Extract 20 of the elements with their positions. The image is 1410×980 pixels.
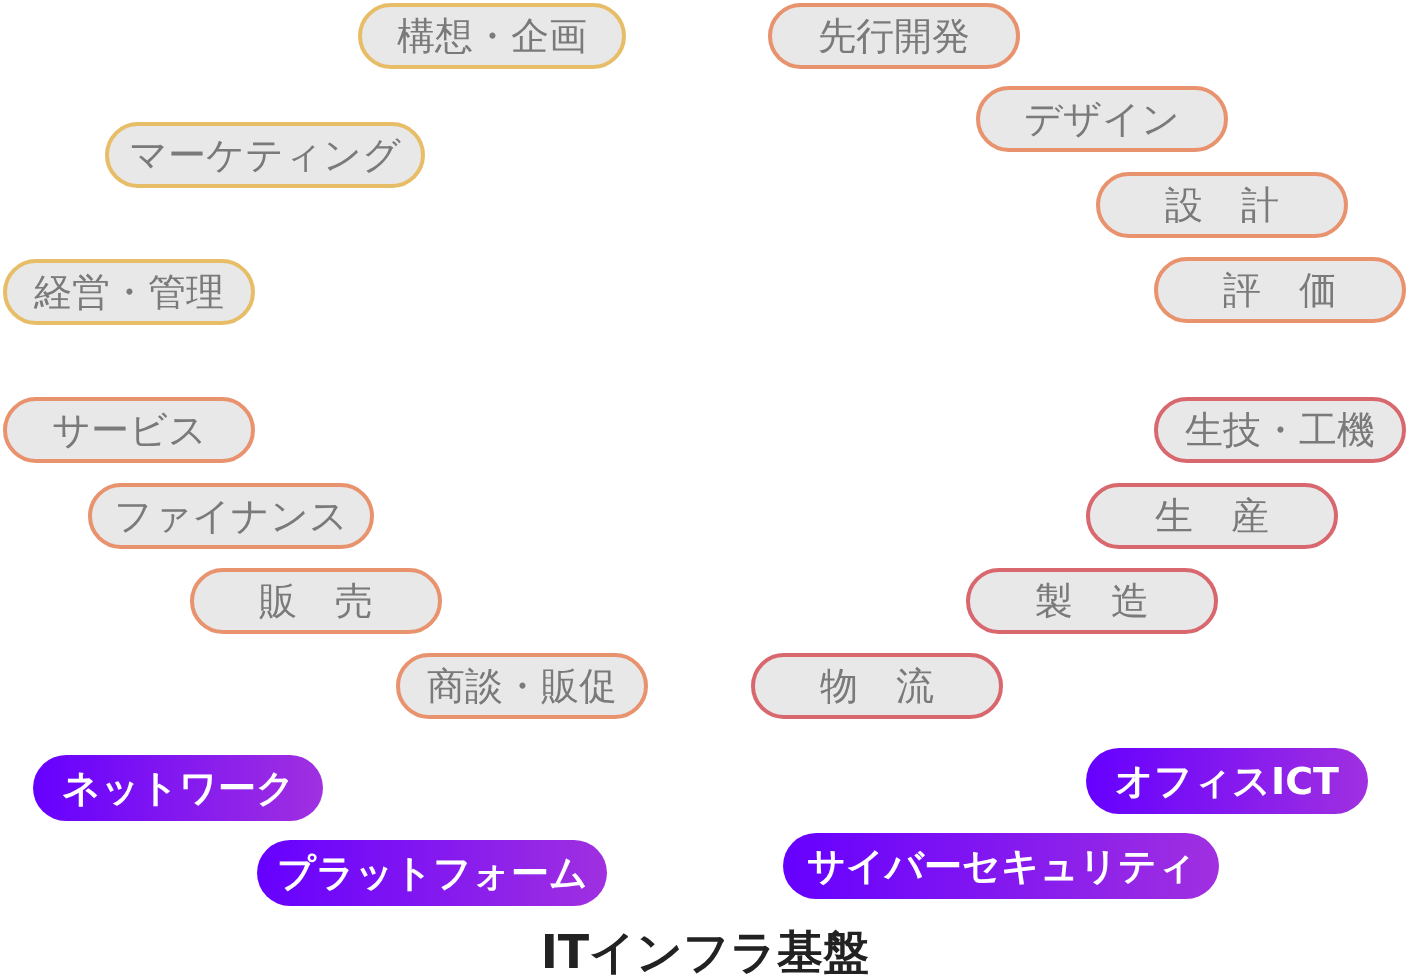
department-pill: 先行開発 [768, 3, 1020, 69]
infrastructure-pill: サイバーセキュリティ [783, 833, 1219, 899]
department-pill: 製 造 [966, 568, 1218, 634]
department-pill: 生技・工機 [1154, 397, 1406, 463]
department-pill: 設 計 [1096, 172, 1348, 238]
department-pill: 商談・販促 [396, 653, 648, 719]
department-pill: ファイナンス [88, 483, 374, 549]
department-pill: 評 価 [1154, 257, 1406, 323]
department-pill: 経営・管理 [3, 259, 255, 325]
department-pill: 販 売 [190, 568, 442, 634]
infrastructure-pill: オフィスICT [1086, 748, 1368, 814]
department-pill: 物 流 [751, 653, 1003, 719]
department-pill: デザイン [976, 86, 1228, 152]
department-pill: マーケティング [105, 122, 425, 188]
department-pill: 構想・企画 [358, 3, 626, 69]
department-pill: サービス [3, 397, 255, 463]
diagram-title: ITインフラ基盤 [539, 924, 871, 980]
department-pill: 生 産 [1086, 483, 1338, 549]
infrastructure-pill: プラットフォーム [257, 840, 607, 906]
infrastructure-pill: ネットワーク [33, 755, 323, 821]
